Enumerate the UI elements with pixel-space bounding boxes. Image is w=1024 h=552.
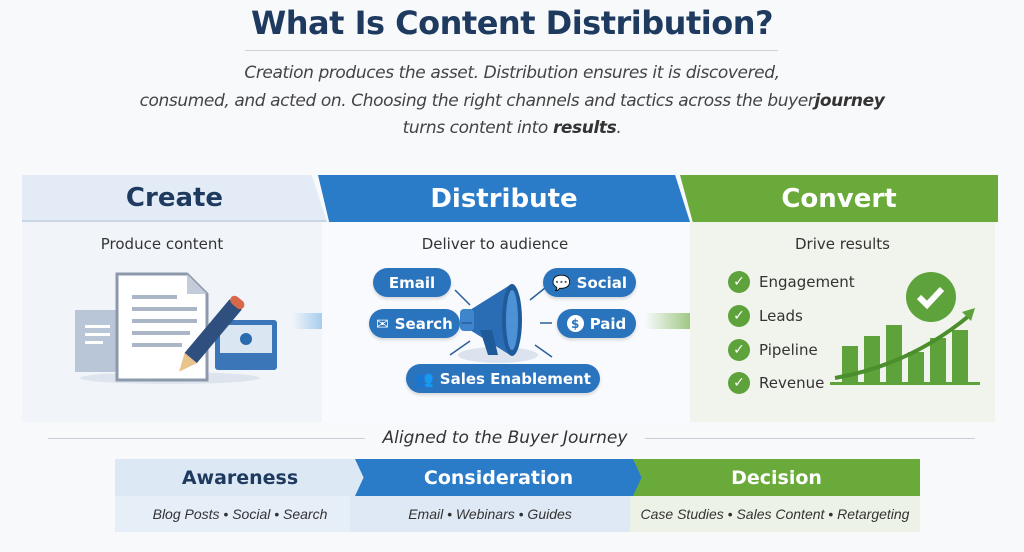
check-icon: ✓ [728, 271, 750, 293]
create-tagline: Produce content [100, 235, 224, 253]
journey-heading: Aligned to the Buyer Journey [382, 428, 628, 448]
page-title: What Is Content Distribution? [250, 4, 774, 42]
awareness-tactics: Blog Posts • Social • Search [115, 496, 365, 532]
outcome-item: ✓ Engagement [728, 271, 855, 293]
subtitle-text: consumed, and acted on. Choosing the rig… [139, 91, 815, 111]
subtitle-text: . [616, 118, 622, 138]
channel-email: Email [373, 268, 451, 297]
outcome-item: ✓ Revenue [728, 372, 824, 394]
phase-consideration: Consideration [355, 459, 642, 496]
outcome-label: Engagement [759, 273, 855, 291]
channel-label: Sales Enablement [439, 369, 591, 388]
envelope-icon: ✉ [376, 314, 389, 333]
distribute-tagline: Deliver to audience [421, 235, 569, 253]
document-pencil-icon [75, 272, 277, 384]
create-header: Create [22, 175, 327, 222]
megaphone-icon [458, 284, 538, 363]
outcome-item: ✓ Pipeline [728, 339, 818, 361]
subtitle-line-1: Creation produces the asset. Distributio… [244, 63, 780, 83]
subtitle-emphasis: journey [814, 91, 885, 111]
phase-decision: Decision [633, 459, 920, 496]
phase-awareness: Awareness [115, 459, 365, 496]
channel-label: Search [394, 314, 453, 333]
consideration-tactics: Email • Webinars • Guides [350, 496, 630, 532]
chat-bubble-icon: 💬 [551, 273, 571, 292]
channel-social: 💬 Social [543, 268, 636, 297]
channel-search: ✉ Search [369, 309, 460, 338]
people-icon: 👥 [415, 369, 434, 388]
divider-line [48, 438, 365, 439]
outcome-item: ✓ Leads [728, 305, 803, 327]
outcome-label: Revenue [759, 374, 825, 392]
check-icon: ✓ [728, 339, 750, 361]
subtitle-line-2: consumed, and acted on. Choosing the rig… [0, 91, 1024, 111]
convert-tagline: Drive results [794, 235, 890, 253]
growth-chart-icon [830, 272, 980, 385]
subtitle-emphasis: results [552, 118, 617, 138]
convert-header: Convert [680, 175, 998, 222]
connector-lines [449, 287, 553, 358]
channel-label: Email [388, 273, 436, 292]
title-divider [245, 50, 778, 51]
subtitle-text: turns content into [402, 118, 553, 138]
channel-label: Paid [589, 314, 627, 333]
distribute-header: Distribute [318, 175, 690, 222]
decision-tactics: Case Studies • Sales Content • Retargeti… [630, 496, 920, 532]
channel-sales-enablement: 👥 Sales Enablement [406, 364, 600, 393]
dollar-icon: $ [566, 315, 584, 332]
channel-label: Social [576, 273, 628, 292]
subtitle-line-3: turns content into results. [0, 118, 1024, 138]
outcome-label: Leads [759, 307, 803, 325]
check-icon: ✓ [728, 305, 750, 327]
check-icon: ✓ [728, 372, 750, 394]
divider-line [645, 438, 975, 439]
outcome-label: Pipeline [759, 341, 818, 359]
channel-paid: $ Paid [557, 309, 636, 338]
